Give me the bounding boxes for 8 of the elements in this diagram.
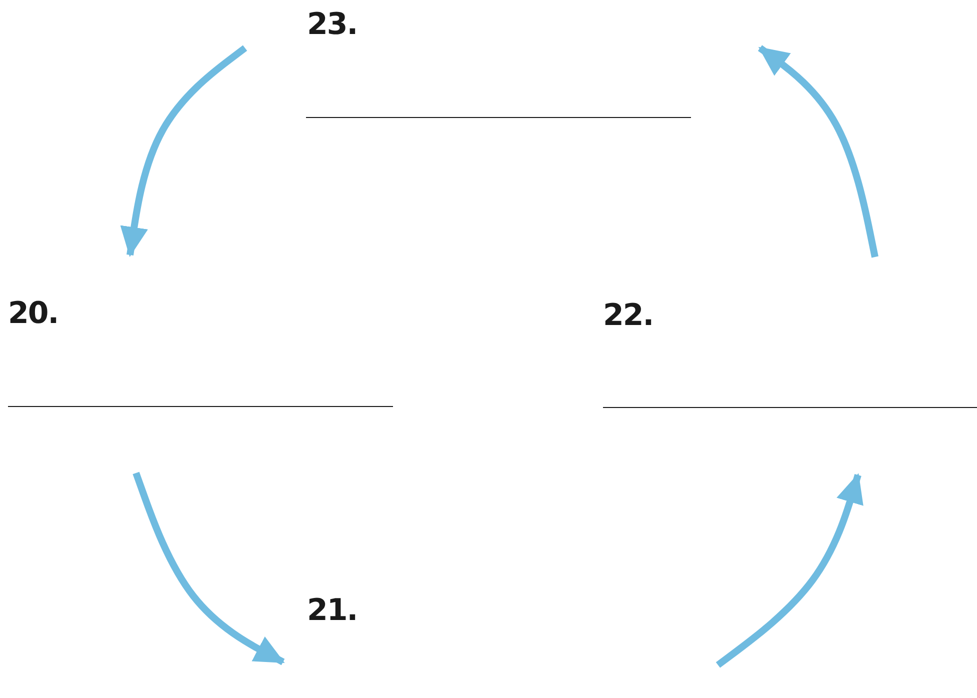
curved-arrow xyxy=(758,45,878,258)
curved-arrow xyxy=(716,473,864,668)
curved-arrow xyxy=(120,45,248,257)
item-number: 20. xyxy=(8,299,58,329)
curved-arrow xyxy=(132,472,285,666)
item-number: 22. xyxy=(603,301,654,331)
item-number: 23. xyxy=(307,10,358,40)
item-number: 21. xyxy=(307,596,358,626)
